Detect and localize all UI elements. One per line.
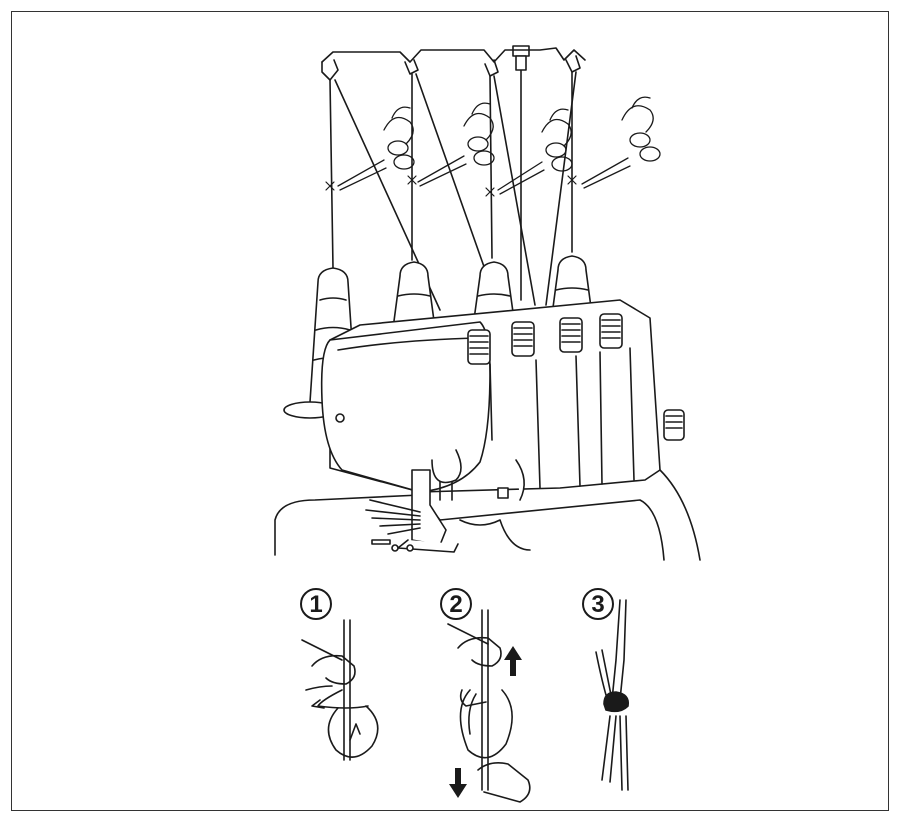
step-3-number: 3 xyxy=(591,591,604,618)
scissors-icon xyxy=(418,103,494,186)
arrow-down-icon xyxy=(449,768,467,798)
step-1-number: 1 xyxy=(309,591,322,618)
step-2-number: 2 xyxy=(449,591,462,618)
scissors-icon xyxy=(498,109,572,194)
scissors-icon xyxy=(338,107,414,190)
threads xyxy=(330,72,576,312)
serger-machine xyxy=(275,300,700,560)
arrow-up-icon xyxy=(504,646,522,676)
step-3-illustration xyxy=(596,600,628,790)
step-1-illustration xyxy=(302,620,378,760)
scissors-icon xyxy=(582,97,660,188)
